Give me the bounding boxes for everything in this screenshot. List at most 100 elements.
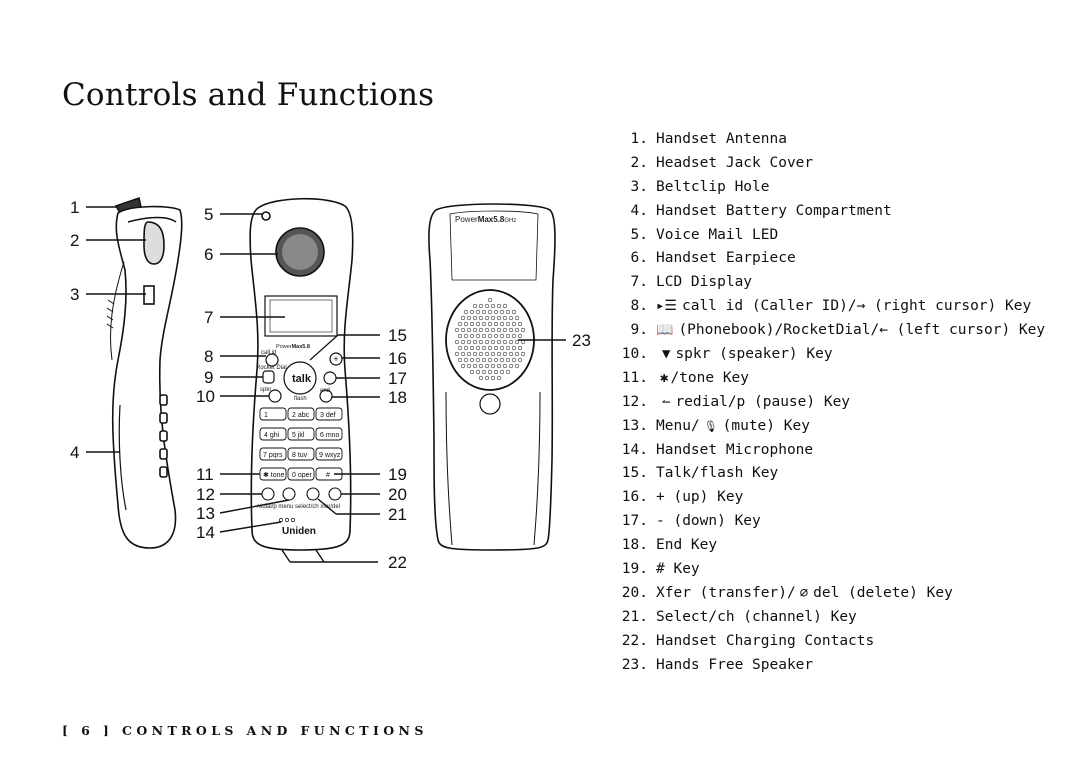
legend-item: 3.Beltclip Hole bbox=[630, 178, 770, 195]
grille-hole bbox=[505, 321, 511, 327]
key-label-star: ✱ tone bbox=[263, 471, 285, 479]
grille-hole bbox=[490, 375, 496, 381]
grille-hole bbox=[505, 309, 511, 315]
back-brand-freq: 5.8 bbox=[493, 215, 505, 224]
key-8[interactable] bbox=[287, 447, 315, 461]
callout-19: 19 bbox=[388, 465, 407, 484]
redial-key[interactable] bbox=[261, 487, 275, 501]
grille-hole bbox=[478, 315, 484, 321]
legend-item: 10.▼spkr (speaker) Key bbox=[618, 343, 1045, 367]
grille-hole bbox=[511, 321, 517, 327]
grille-hole bbox=[478, 375, 484, 381]
grille-hole bbox=[481, 357, 487, 363]
grille-hole bbox=[511, 333, 517, 339]
key-label-2: 2 abc bbox=[292, 412, 310, 419]
legend-item: 7.LCD Display bbox=[630, 274, 753, 291]
phonebook-icon: 📖 bbox=[656, 322, 674, 339]
callout-15: 15 bbox=[388, 326, 407, 345]
redial-icon: ↼ bbox=[662, 393, 671, 410]
grille-hole bbox=[481, 321, 487, 327]
grille-hole bbox=[487, 321, 493, 327]
callout-8: 8 bbox=[204, 347, 213, 366]
legend-item: 17.- (down) Key bbox=[621, 513, 761, 530]
key-9[interactable] bbox=[315, 447, 343, 461]
handset-diagram: 1 2 3 4 PowerMax5.8 + talk flash end spk… bbox=[70, 196, 591, 572]
grille-hole bbox=[505, 333, 511, 339]
speaker-grille bbox=[454, 297, 526, 381]
grille-hole bbox=[478, 303, 484, 309]
grille-hole bbox=[511, 345, 517, 351]
grille-hole bbox=[502, 303, 508, 309]
grille-hole bbox=[487, 297, 493, 303]
callout-12: 12 bbox=[196, 485, 215, 504]
grille-hole bbox=[499, 357, 505, 363]
grille-hole bbox=[499, 345, 505, 351]
legend-item: 5.Voice Mail LED bbox=[630, 226, 779, 243]
handset-side-view bbox=[106, 196, 183, 549]
grille-hole bbox=[502, 363, 508, 369]
xfer-del-key[interactable] bbox=[328, 487, 342, 501]
grille-hole bbox=[490, 327, 496, 333]
leader-21a bbox=[317, 498, 337, 515]
key-3[interactable] bbox=[315, 407, 343, 421]
grille-hole bbox=[469, 369, 475, 375]
key-label-1: 1 bbox=[264, 412, 268, 419]
legend-item: 16.+ (up) Key bbox=[621, 489, 744, 506]
grille-hole bbox=[487, 369, 493, 375]
grille-hole bbox=[508, 351, 514, 357]
callout-16: 16 bbox=[388, 349, 407, 368]
key-5[interactable] bbox=[287, 427, 315, 441]
up-key[interactable] bbox=[329, 352, 343, 366]
grille-hole bbox=[496, 363, 502, 369]
legend-item: 8.▸☰call id (Caller ID)/→ (right cursor)… bbox=[618, 295, 1045, 319]
grille-hole bbox=[469, 309, 475, 315]
callout-13: 13 bbox=[196, 504, 215, 523]
callout-9: 9 bbox=[204, 368, 213, 387]
grille-hole bbox=[466, 363, 472, 369]
grille-hole bbox=[520, 351, 526, 357]
page-footer: [ 6 ] CONTROLS AND FUNCTIONS bbox=[62, 723, 428, 738]
legend-item: 13.Menu/🎙(mute) Key bbox=[618, 415, 1045, 439]
legend-list: 1.Handset Antenna 2.Headset Jack Cover 3… bbox=[618, 128, 1045, 677]
key-4[interactable] bbox=[259, 427, 287, 441]
callout-5: 5 bbox=[204, 205, 213, 224]
grille-hole bbox=[505, 357, 511, 363]
grille-hole bbox=[469, 345, 475, 351]
grille-hole bbox=[517, 321, 523, 327]
grille-hole bbox=[514, 327, 520, 333]
mute-icon: 🎙 bbox=[703, 419, 718, 433]
callid-label: call id bbox=[261, 350, 276, 356]
talk-flash-key[interactable] bbox=[283, 361, 317, 395]
key-7[interactable] bbox=[259, 447, 287, 461]
grille-hole bbox=[511, 309, 517, 315]
key-6[interactable] bbox=[315, 427, 343, 441]
key-label-4: 4 ghi bbox=[264, 432, 280, 439]
key-1[interactable] bbox=[259, 407, 287, 421]
grille-hole bbox=[484, 303, 490, 309]
phonebook-key[interactable] bbox=[262, 370, 275, 384]
down-key[interactable] bbox=[323, 371, 337, 385]
key-label-8: 8 tuv bbox=[292, 452, 308, 459]
callout-21: 21 bbox=[388, 505, 407, 524]
grille-hole bbox=[454, 327, 460, 333]
select-ch-key[interactable] bbox=[306, 487, 320, 501]
grille-hole bbox=[460, 315, 466, 321]
end-key[interactable] bbox=[319, 389, 333, 403]
call-id-key[interactable] bbox=[265, 353, 279, 367]
grille-hole bbox=[463, 333, 469, 339]
grille-hole bbox=[514, 315, 520, 321]
legend-item: 11.✱/tone Key bbox=[618, 367, 1045, 391]
grille-hole bbox=[502, 327, 508, 333]
menu-mute-key[interactable] bbox=[282, 487, 296, 501]
key-label-7: 7 pqrs bbox=[263, 452, 283, 459]
call-id-icon: ▸☰ bbox=[656, 298, 677, 315]
grille-hole bbox=[478, 363, 484, 369]
grille-hole bbox=[472, 327, 478, 333]
legend-item: 2.Headset Jack Cover bbox=[630, 154, 814, 171]
key-0[interactable] bbox=[287, 467, 315, 481]
key-2[interactable] bbox=[287, 407, 315, 421]
grille-hole bbox=[517, 357, 523, 363]
leader-13 bbox=[219, 499, 290, 514]
grille-hole bbox=[505, 369, 511, 375]
callout-23: 23 bbox=[572, 331, 591, 350]
